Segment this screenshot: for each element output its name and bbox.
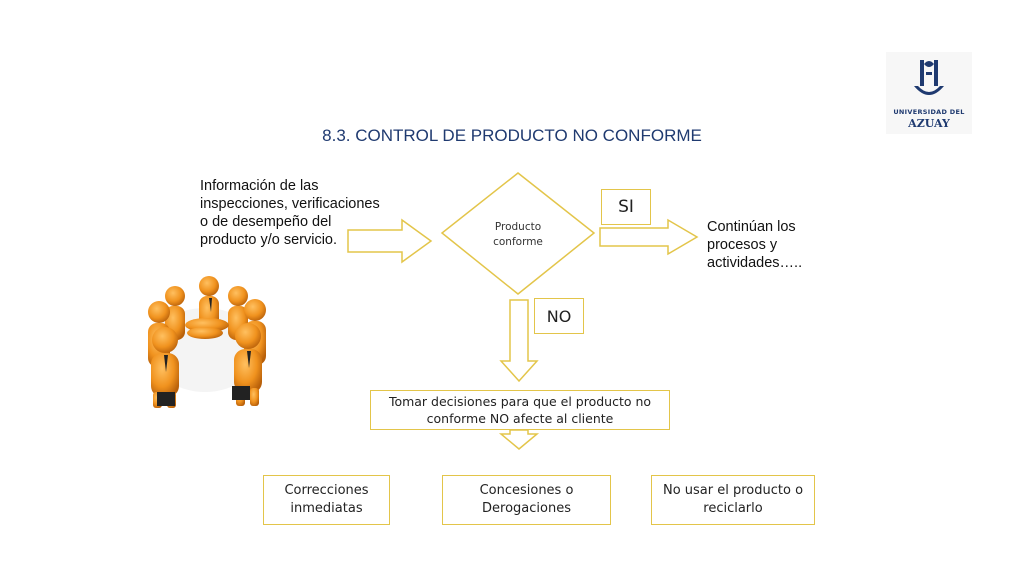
option-box-discard: No usar el producto o reciclarlo bbox=[651, 475, 815, 525]
decision-label-line2: conforme bbox=[493, 236, 543, 248]
arrow-decision-to-yes bbox=[599, 218, 699, 256]
page-title: 8.3. CONTROL DE PRODUCTO NO CONFORME bbox=[322, 126, 702, 145]
option-box-concessions: Concesiones o Derogaciones bbox=[442, 475, 611, 525]
arrow-input-to-decision bbox=[347, 218, 433, 264]
logo-text-azuay: AZUAY bbox=[908, 117, 950, 130]
arrow-action-to-options bbox=[498, 429, 540, 450]
no-label-box: NO bbox=[534, 298, 584, 334]
no-action-box: Tomar decisiones para que el producto no… bbox=[370, 390, 670, 430]
yes-outcome-text: Continúan los procesos y actividades….. bbox=[707, 219, 803, 271]
decision-label: Producto conforme bbox=[478, 220, 558, 250]
input-information-text: Información de las inspecciones, verific… bbox=[200, 178, 380, 248]
yes-label-box: SI bbox=[601, 189, 651, 225]
arrow-decision-to-no bbox=[499, 299, 539, 383]
option-box-corrections: Correcciones inmediatas bbox=[263, 475, 390, 525]
decision-label-line1: Producto bbox=[494, 221, 542, 233]
logo-text-university: UNIVERSIDAD DEL bbox=[893, 108, 965, 116]
decision-diamond bbox=[440, 172, 596, 295]
